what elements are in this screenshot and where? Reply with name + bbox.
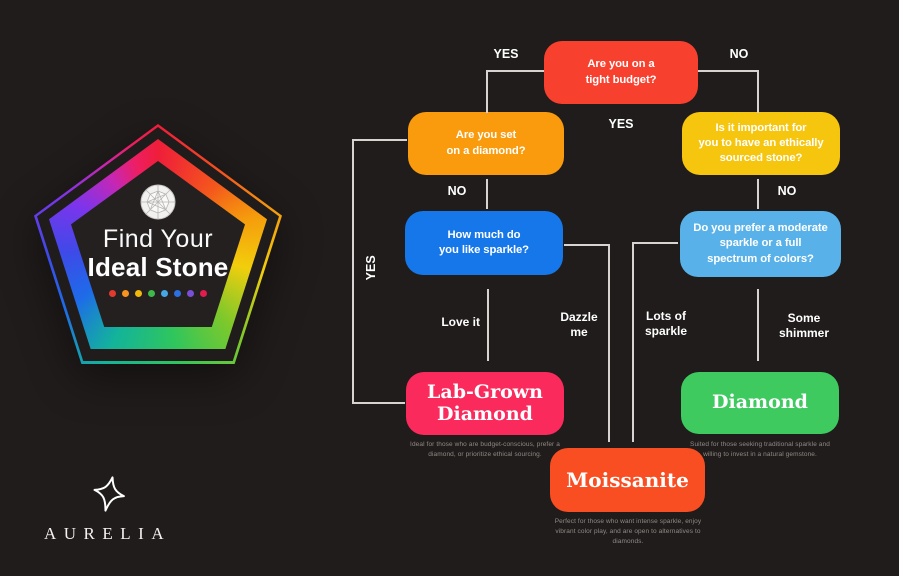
- color-dot: [135, 290, 142, 297]
- label-no-top-right: NO: [729, 47, 749, 61]
- label-no-under-ethical: NO: [777, 184, 797, 198]
- connector-qdiamond-no: [486, 179, 488, 209]
- connector-ethical-no: [757, 179, 759, 209]
- label-yes-left-bracket: YES: [364, 255, 379, 281]
- pentagon-badge: Find Your Ideal Stone: [34, 124, 282, 364]
- result-diamond: Diamond: [681, 372, 839, 434]
- connector-budget-yes-horizontal: [487, 70, 544, 72]
- label-some-shimmer: Some shimmer: [778, 311, 830, 340]
- node-ethically-sourced: Is it important for you to have an ethic…: [682, 112, 840, 175]
- result-moissanite: Moissanite: [550, 448, 705, 512]
- node-like-sparkle: How much do you like sparkle?: [405, 211, 563, 275]
- badge-title-line2: Ideal Stone: [87, 252, 229, 282]
- color-dot: [200, 290, 207, 297]
- node-set-on-diamond: Are you set on a diamond?: [408, 112, 564, 175]
- node-tight-budget: Are you on a tight budget?: [544, 41, 698, 104]
- label-yes-middle: YES: [608, 117, 634, 131]
- connector-love-it: [487, 289, 489, 361]
- color-dot: [148, 290, 155, 297]
- connector-yes-bracket-bottom: [352, 402, 405, 404]
- emblem-dots: [34, 290, 282, 297]
- result-diamond-title: Diamond: [712, 391, 808, 414]
- label-lots-of-sparkle: Lots of sparkle: [644, 309, 688, 338]
- connector-some-shimmer: [757, 289, 759, 361]
- diamond-gem-icon: [140, 184, 176, 220]
- connector-budget-yes-vertical: [486, 70, 488, 113]
- connector-lots-horizontal: [632, 242, 678, 244]
- color-dot: [187, 290, 194, 297]
- node-set-on-diamond-text: Are you set on a diamond?: [446, 129, 526, 157]
- connector-dazzle-horizontal: [564, 244, 609, 246]
- result-moissanite-desc: Perfect for those who want intense spark…: [554, 518, 702, 545]
- node-moderate-or-spectrum-text: Do you prefer a moderate sparkle or a fu…: [693, 222, 828, 265]
- connector-budget-no-vertical: [757, 70, 759, 113]
- connector-dazzle-vertical: [608, 244, 610, 442]
- label-yes-top-left: YES: [493, 47, 519, 61]
- connector-budget-no-horizontal: [698, 70, 758, 72]
- connector-yes-bracket-vertical: [352, 139, 354, 403]
- label-dazzle-me: Dazzle me: [560, 310, 598, 339]
- result-diamond-desc: Suited for those seeking traditional spa…: [690, 441, 830, 458]
- color-dot: [161, 290, 168, 297]
- color-dot: [109, 290, 116, 297]
- result-lab-grown-desc: Ideal for those who are budget-conscious…: [410, 441, 560, 458]
- node-like-sparkle-text: How much do you like sparkle?: [439, 228, 529, 256]
- result-lab-grown-diamond: Lab-Grown Diamond: [406, 372, 564, 435]
- node-moderate-or-spectrum: Do you prefer a moderate sparkle or a fu…: [680, 211, 841, 277]
- connector-yes-bracket-top: [352, 139, 407, 141]
- color-dot: [174, 290, 181, 297]
- badge-title-line1: Find Your: [102, 225, 214, 253]
- brand-wordmark: AURELIA: [44, 524, 172, 543]
- connector-lots-vertical: [632, 242, 634, 442]
- node-tight-budget-text: Are you on a tight budget?: [585, 58, 657, 86]
- pentagon-content: Find Your Ideal Stone: [34, 124, 282, 364]
- result-lab-grown-diamond-title: Lab-Grown Diamond: [427, 380, 543, 425]
- color-dot: [122, 290, 129, 297]
- node-ethically-sourced-text: Is it important for you to have an ethic…: [698, 121, 824, 165]
- label-no-under-qdiamond: NO: [447, 184, 467, 198]
- label-love-it: Love it: [441, 315, 480, 329]
- result-moissanite-title: Moissanite: [566, 467, 689, 492]
- aurelia-star-icon: [93, 476, 125, 512]
